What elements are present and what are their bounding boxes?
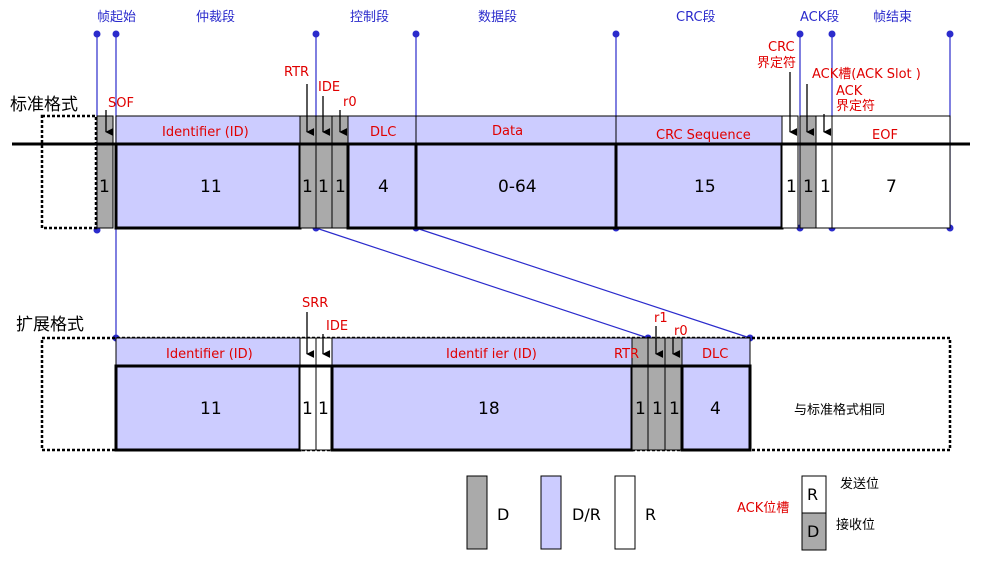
standard-bits-ide: 1	[318, 177, 329, 197]
standard-ide-label: IDE	[318, 80, 340, 95]
legend-receive-bit: 接收位	[836, 517, 875, 533]
standard-bits-sof: 1	[99, 177, 110, 197]
standard-idle-box	[40, 114, 98, 230]
extended-bits-ide: 1	[318, 399, 329, 419]
extended-arrows	[306, 312, 681, 358]
extended-bits-id-b: 18	[478, 399, 500, 419]
legend-box-r: R	[807, 485, 818, 504]
legend-ack-slot-label: ACK位槽	[737, 501, 789, 516]
standard-bits-eof: 7	[886, 177, 897, 197]
standard-field-dlc: DLC	[370, 125, 396, 140]
legend-variable-label: D/R	[572, 505, 601, 524]
extended-srr-label: SRR	[302, 296, 328, 311]
segment-data-label: 数据段	[478, 10, 517, 25]
standard-r0-label: r0	[343, 95, 357, 110]
extended-format-title: 扩展格式	[16, 315, 84, 335]
standard-ack-slot-label: ACK槽(ACK Slot )	[812, 67, 921, 82]
standard-field-eof: EOF	[872, 128, 898, 143]
segment-crc-label: CRC段	[676, 10, 716, 25]
legend-recessive-label: R	[645, 505, 656, 524]
legend-box-d: D	[807, 522, 819, 541]
extended-bits-rtr: 1	[635, 399, 646, 419]
extended-same-as-standard: 与标准格式相同	[794, 402, 885, 418]
legend: D D/R R ACK位槽 R D 发送位 接收位	[466, 475, 879, 551]
legend-recessive-swatch	[614, 475, 636, 550]
standard-bits-ack-delim: 1	[820, 177, 831, 197]
standard-ack-delim-line1: ACK	[836, 84, 863, 99]
extended-bits-r0: 1	[669, 399, 680, 419]
extended-field-identifier-a: Identifier (ID)	[166, 347, 253, 362]
segment-sof-label: 帧起始	[97, 10, 136, 25]
standard-field-identifier: Identifier (ID)	[162, 125, 249, 140]
standard-sof-label: SOF	[108, 96, 134, 111]
standard-bits-crc: 15	[694, 177, 716, 197]
extended-r0-label: r0	[674, 324, 688, 339]
standard-crc-delim-line1: CRC	[768, 40, 795, 55]
legend-dominant-label: D	[497, 505, 509, 524]
extended-r1-label: r1	[654, 311, 668, 326]
extended-bits-srr: 1	[302, 399, 313, 419]
standard-crc-delim-line2: 界定符	[757, 55, 796, 71]
standard-field-crc: CRC Sequence	[656, 128, 751, 143]
extended-field-dlc: DLC	[702, 347, 728, 362]
legend-send-bit: 发送位	[840, 476, 879, 492]
extended-field-identifier-b: Identif ier (ID)	[446, 347, 537, 362]
standard-bits-id: 11	[200, 177, 222, 197]
standard-bits-rtr: 1	[302, 177, 313, 197]
standard-field-band	[115, 115, 951, 145]
legend-receive-box	[801, 512, 827, 551]
standard-field-data: Data	[492, 124, 523, 139]
standard-bits-data: 0-64	[498, 177, 537, 197]
segment-ack-label: ACK段	[800, 10, 839, 25]
extended-ide-label: IDE	[326, 319, 348, 334]
standard-bits-ack-slot: 1	[803, 177, 814, 197]
standard-bits-crc-delim: 1	[786, 177, 797, 197]
standard-arrows	[105, 72, 832, 136]
standard-bits-r0: 1	[335, 177, 346, 197]
legend-send-box	[801, 475, 827, 514]
extended-bits-id-a: 11	[200, 399, 222, 419]
extended-bits-r1: 1	[652, 399, 663, 419]
segment-arbitration-label: 仲裁段	[196, 9, 235, 25]
legend-variable-swatch	[540, 475, 562, 550]
legend-dominant-swatch	[466, 475, 488, 550]
extended-field-band	[115, 337, 751, 367]
standard-ack-delim-line2: 界定符	[836, 98, 875, 114]
standard-bits-dlc: 4	[378, 177, 389, 197]
standard-format-title: 标准格式	[10, 95, 78, 115]
segment-control-label: 控制段	[350, 10, 389, 25]
standard-rtr-label: RTR	[284, 65, 309, 80]
extended-rtr-label: RTR	[614, 347, 639, 362]
segment-eof-label: 帧结束	[873, 10, 912, 25]
extended-bits-dlc: 4	[710, 399, 721, 419]
